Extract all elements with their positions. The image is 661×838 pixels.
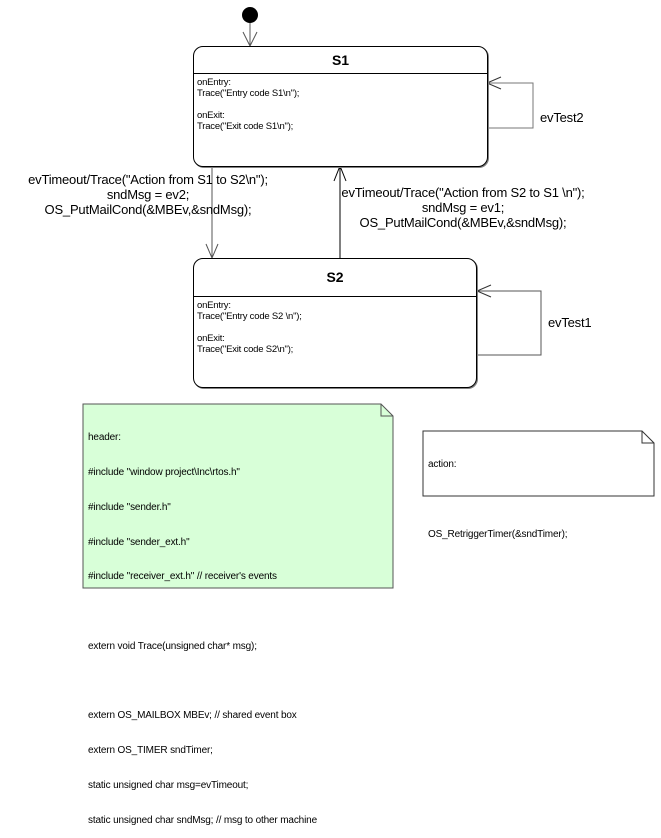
header-note-line: #include "window project\Inc\rtos.h" — [88, 466, 240, 478]
state-s2-actions: onEntry: Trace("Entry code S2 \n"); onEx… — [194, 297, 476, 358]
self-transition-s1-line[interactable] — [487, 82, 534, 129]
header-note-line — [88, 606, 380, 618]
state-s2[interactable]: S2 onEntry: Trace("Entry code S2 \n"); o… — [193, 258, 477, 388]
action-note-line: OS_RetriggerTimer(&sndTimer); — [428, 528, 568, 540]
header-note-line: static unsigned char msg=evTimeout; — [88, 780, 249, 791]
action-note-fold — [641, 431, 654, 444]
transition-s1-to-s2-trigger: evTimeout/Trace("Action from S1 to S2\n"… — [28, 172, 268, 187]
header-note-line: #include "receiver_ext.h" // receiver's … — [88, 571, 277, 583]
header-note-line: header: — [88, 432, 121, 444]
header-note-line: #include "sender_ext.h" — [88, 536, 190, 548]
self-transition-s1-label[interactable]: evTest2 — [540, 110, 584, 125]
state-s2-exit-code: Trace("Exit code S2\n"); — [197, 344, 294, 355]
diagram-canvas — [82, 7, 655, 589]
transition-s2-to-s1-label[interactable]: evTimeout/Trace("Action from S2 to S1 \n… — [318, 185, 608, 230]
state-s1[interactable]: S1 onEntry: Trace("Entry code S1\n"); on… — [193, 46, 488, 167]
transition-s2-to-s1-trigger: evTimeout/Trace("Action from S2 to S1 \n… — [341, 185, 585, 200]
action-note[interactable]: action: OS_RetriggerTimer(&sndTimer); — [424, 432, 644, 540]
initial-state-marker — [242, 7, 258, 23]
state-s2-title: S2 — [194, 259, 476, 297]
state-s2-entry-label: onEntry: — [197, 300, 231, 311]
transition-s2-to-s1-call: OS_PutMailCond(&MBEv,&sndMsg); — [359, 215, 567, 230]
self-transition-s2-arrowhead — [475, 284, 492, 298]
transition-s2-to-s1-assign: sndMsg = ev1; — [421, 200, 505, 215]
self-transition-s2-label[interactable]: evTest1 — [548, 315, 592, 330]
header-note-fold — [380, 404, 393, 417]
state-s2-entry-code: Trace("Entry code S2 \n"); — [197, 311, 302, 322]
state-s1-actions: onEntry: Trace("Entry code S1\n"); onExi… — [194, 74, 487, 135]
header-note-line: extern void Trace(unsigned char* msg); — [88, 640, 257, 652]
transition-s1-to-s2-label[interactable]: evTimeout/Trace("Action from S1 to S2\n"… — [6, 172, 290, 217]
header-note-outline — [82, 403, 394, 589]
state-s1-exit-label: onExit: — [197, 110, 225, 121]
self-transition-s2-line[interactable] — [477, 290, 542, 356]
action-note-outline — [422, 430, 655, 497]
header-note-line: #include "sender.h" — [88, 501, 171, 513]
transition-s1-to-s2-assign: sndMsg = ev2; — [106, 187, 190, 202]
header-note-line — [88, 676, 380, 688]
state-s1-entry-code: Trace("Entry code S1\n"); — [197, 88, 300, 99]
state-s2-exit-label: onExit: — [197, 333, 225, 344]
action-note-line: action: — [428, 459, 457, 471]
header-note[interactable]: header: #include "window project\Inc\rto… — [84, 405, 384, 826]
state-s1-exit-code: Trace("Exit code S1\n"); — [197, 121, 294, 132]
state-s1-entry-label: onEntry: — [197, 77, 231, 88]
transition-s1-to-s2-call: OS_PutMailCond(&MBEv,&sndMsg); — [44, 202, 252, 217]
header-note-line: extern OS_MAILBOX MBEv; // shared event … — [88, 710, 297, 722]
header-note-line: static unsigned char sndMsg; // msg to o… — [88, 814, 317, 826]
state-s1-title: S1 — [194, 47, 487, 74]
action-note-line — [428, 494, 640, 506]
header-note-line: extern OS_TIMER sndTimer; — [88, 745, 213, 757]
